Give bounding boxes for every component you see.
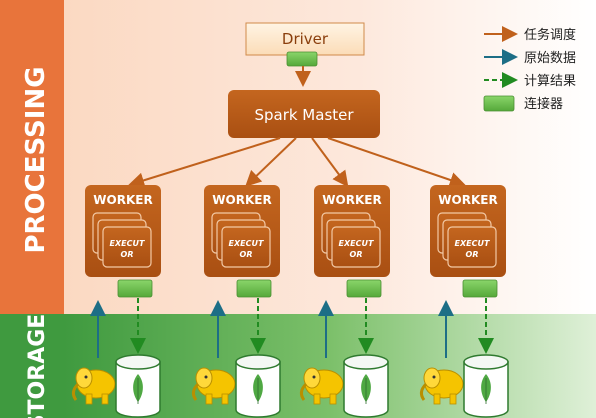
worker-connector: [346, 279, 382, 298]
worker-connector: [236, 279, 272, 298]
master-to-worker-arrows: [128, 137, 466, 189]
executor-card: [221, 226, 271, 268]
executor-card: [331, 226, 381, 268]
executor-label-line1: EXECUT: [339, 239, 374, 248]
executor-label-line2: OR: [466, 250, 479, 259]
storage-group: [71, 298, 509, 418]
worker-node-1: WORKER EXECUT OR: [85, 185, 161, 298]
legend-raw-label: 原始数据: [524, 51, 576, 66]
storage-unit-1: [71, 298, 161, 418]
executor-label-line2: OR: [240, 250, 253, 259]
legend-task-label: 任务调度: [524, 27, 576, 43]
task-arrow-worker-3: [311, 137, 349, 188]
legend-connector-swatch: [483, 95, 515, 112]
worker-label: WORKER: [322, 193, 381, 207]
processing-label: PROCESSING: [21, 66, 51, 253]
mongodb-cylinder-icon: [235, 354, 281, 418]
legend-connector-label: 连接器: [524, 96, 563, 112]
worker-label: WORKER: [93, 193, 152, 207]
worker-node-2: WORKER EXECUT OR: [204, 185, 280, 298]
worker-connector: [117, 279, 153, 298]
spark-master-label: Spark Master: [254, 106, 354, 124]
legend: 任务调度 原始数据 计算结果 连接器: [483, 26, 576, 112]
worker-node-4: WORKER EXECUT OR: [430, 185, 506, 298]
mongodb-cylinder-icon: [463, 354, 509, 418]
worker-connector: [462, 279, 498, 298]
driver-node: [245, 22, 365, 56]
task-arrow-worker-1: [128, 137, 281, 189]
storage-unit-3: [299, 298, 389, 418]
legend-result-label: 计算结果: [524, 74, 576, 89]
worker-node-3: WORKER EXECUT OR: [314, 185, 390, 298]
hadoop-elephant-icon: [419, 367, 464, 405]
spark-master-node: [228, 90, 380, 138]
processing-bar: [0, 0, 64, 314]
executor-label-line2: OR: [121, 250, 134, 259]
hadoop-elephant-icon: [299, 367, 344, 405]
hadoop-elephant-icon: [71, 367, 116, 405]
executor-label-line1: EXECUT: [110, 239, 145, 248]
storage-unit-4: [419, 298, 509, 418]
driver-label: Driver: [282, 30, 329, 48]
storage-bar: [0, 314, 64, 418]
driver-connector: [286, 51, 318, 67]
hadoop-elephant-icon: [191, 367, 236, 405]
executor-label-line1: EXECUT: [455, 239, 490, 248]
worker-label: WORKER: [212, 193, 271, 207]
task-arrow-worker-2: [245, 137, 297, 187]
workers-group: WORKER EXECUT OR WORKER EXECUT OR WORKER EXECUT…: [85, 185, 506, 298]
executor-label-line1: EXECUT: [229, 239, 264, 248]
storage-label: STORAGE: [25, 314, 50, 418]
mongodb-cylinder-icon: [343, 354, 389, 418]
worker-label: WORKER: [438, 193, 497, 207]
executor-card: [102, 226, 152, 268]
executor-card: [447, 226, 497, 268]
storage-unit-2: [191, 298, 281, 418]
mongodb-cylinder-icon: [115, 354, 161, 418]
task-arrow-worker-4: [327, 137, 466, 188]
executor-label-line2: OR: [350, 250, 363, 259]
